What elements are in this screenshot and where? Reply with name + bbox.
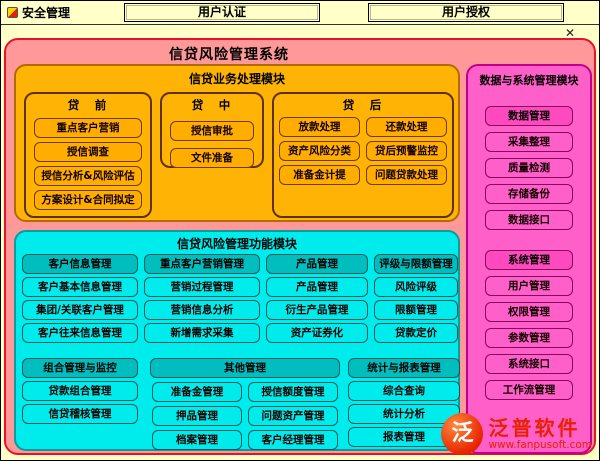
group-header: 重点客户营销管理 xyxy=(144,254,260,274)
feature-button[interactable]: 授信分析&风险评估 xyxy=(34,166,142,186)
feature-button[interactable]: 系统接口 xyxy=(485,354,573,374)
data-system-module-title: 数据与系统管理模块 xyxy=(479,74,579,87)
fanpu-logo: 泛 泛普软件 www.fanpusoft.com xyxy=(441,413,592,455)
feature-button[interactable]: 贷款组合管理 xyxy=(22,381,138,401)
feature-button[interactable]: 贷款定价 xyxy=(374,323,458,343)
feature-button[interactable]: 存储备份 xyxy=(485,184,573,204)
security-management-text: 安全管理 xyxy=(22,6,71,20)
key-customer-marketing-group: 重点客户营销管理 营销过程管理 营销信息分析 新增需求采集 xyxy=(144,254,260,343)
user-authentication-box[interactable]: 用户认证 xyxy=(124,3,320,22)
feature-button[interactable]: 工作流管理 xyxy=(485,380,573,400)
feature-button[interactable]: 参数管理 xyxy=(485,328,573,348)
other-management-group: 其他管理 准备金管理 授信额度管理 押品管理 问题资产管理 档案管理 客户经理管… xyxy=(150,358,340,450)
rating-limit-group: 评级与限额管理 风险评级 限额管理 贷款定价 xyxy=(374,254,458,343)
fanpu-logo-name: 泛普软件 xyxy=(488,415,581,440)
feature-button[interactable]: 准备金管理 xyxy=(152,382,242,402)
product-management-group: 产品管理 产品管理 衍生产品管理 资产证券化 xyxy=(266,254,368,343)
group-header: 评级与限额管理 xyxy=(374,254,458,274)
feature-button[interactable]: 授信审批 xyxy=(170,121,254,141)
group-header: 统计与报表管理 xyxy=(348,358,460,378)
group-header: 其他管理 xyxy=(150,358,340,378)
feature-button[interactable]: 问题资产管理 xyxy=(248,406,338,426)
feature-button[interactable]: 风险评级 xyxy=(374,277,458,297)
mid-loan-title: 贷 中 xyxy=(191,98,233,112)
group-header: 客户信息管理 xyxy=(22,254,138,274)
feature-button[interactable]: 集团/关联客户管理 xyxy=(22,300,138,320)
feature-button[interactable]: 权限管理 xyxy=(485,302,573,322)
feature-button[interactable]: 文件准备 xyxy=(170,148,254,168)
feature-button[interactable]: 押品管理 xyxy=(152,406,242,426)
group-header: 组合管理与监控 xyxy=(22,358,138,378)
feature-button[interactable]: 统计分析 xyxy=(348,404,460,424)
post-loan-title: 贷 后 xyxy=(342,98,384,112)
feature-button[interactable]: 限额管理 xyxy=(374,300,458,320)
risk-function-module: 信贷风险管理功能模块 客户信息管理 客户基本信息管理 集团/关联客户管理 客户往… xyxy=(14,230,460,451)
portfolio-monitor-group: 组合管理与监控 贷款组合管理 信贷稽核管理 xyxy=(22,358,138,424)
feature-button[interactable]: 重点客户营销 xyxy=(34,118,142,138)
security-icon xyxy=(7,7,18,18)
group-header: 数据管理 xyxy=(485,106,573,126)
feature-button[interactable]: 客户经理管理 xyxy=(248,430,338,450)
feature-button[interactable]: 质量检测 xyxy=(485,158,573,178)
data-system-module: 数据与系统管理模块 数据管理 采集整理 质量检测 存储备份 数据接口 系统管理 … xyxy=(466,64,592,454)
mid-loan-group: 贷 中 授信审批 文件准备 xyxy=(160,92,264,168)
user-authorization-box[interactable]: 用户授权 xyxy=(368,3,564,22)
stats-report-group: 统计与报表管理 综合查询 统计分析 报表管理 xyxy=(348,358,460,447)
business-module-title: 信贷业务处理模块 xyxy=(188,72,285,86)
fanpu-logo-text: 泛普软件 www.fanpusoft.com xyxy=(488,417,592,452)
customer-info-group: 客户信息管理 客户基本信息管理 集团/关联客户管理 客户往来信息管理 xyxy=(22,254,138,343)
feature-button[interactable]: 数据接口 xyxy=(485,210,573,230)
fanpu-logo-icon: 泛 xyxy=(441,413,484,455)
feature-button[interactable]: 贷后预警监控 xyxy=(366,141,447,161)
security-management-label: 安全管理 xyxy=(7,4,70,21)
pre-loan-title: 贷 前 xyxy=(67,98,109,112)
feature-button[interactable]: 采集整理 xyxy=(485,132,573,152)
feature-button[interactable]: 资产证券化 xyxy=(266,323,368,343)
feature-button[interactable]: 产品管理 xyxy=(266,277,368,297)
feature-button[interactable]: 综合查询 xyxy=(348,381,460,401)
page-title: 信贷风险管理系统 xyxy=(169,47,289,63)
business-processing-module: 信贷业务处理模块 贷 前 重点客户营销 授信调查 授信分析&风险评估 方案设计&… xyxy=(14,64,460,222)
pre-loan-group: 贷 前 重点客户营销 授信调查 授信分析&风险评估 方案设计&合同拟定 xyxy=(24,92,152,218)
credit-risk-system-diagram: 信贷风险管理系统 信贷业务处理模块 贷 前 重点客户营销 授信调查 授信分析&风… xyxy=(4,38,596,455)
group-header: 系统管理 xyxy=(485,250,573,270)
feature-button[interactable]: 授信调查 xyxy=(34,142,142,162)
feature-button[interactable]: 授信额度管理 xyxy=(248,382,338,402)
feature-button[interactable]: 档案管理 xyxy=(152,430,242,450)
feature-button[interactable]: 新增需求采集 xyxy=(144,323,260,343)
feature-button[interactable]: 放款处理 xyxy=(279,117,360,137)
feature-button[interactable]: 信贷稽核管理 xyxy=(22,404,138,424)
feature-button[interactable]: 营销信息分析 xyxy=(144,300,260,320)
feature-button[interactable]: 方案设计&合同拟定 xyxy=(34,190,142,210)
feature-button[interactable]: 还款处理 xyxy=(366,117,447,137)
close-icon[interactable]: ✕ xyxy=(565,26,576,40)
feature-button[interactable]: 客户往来信息管理 xyxy=(22,323,138,343)
feature-button[interactable]: 营销过程管理 xyxy=(144,277,260,297)
function-module-title: 信贷风险管理功能模块 xyxy=(176,237,297,251)
fanpu-logo-url: www.fanpusoft.com xyxy=(488,438,592,451)
post-loan-group: 贷 后 放款处理 还款处理 资产风险分类 贷后预警监控 准备金计提 问题贷款处理 xyxy=(272,92,454,218)
top-bar: 安全管理 用户认证 用户授权 xyxy=(0,0,600,25)
feature-button[interactable]: 资产风险分类 xyxy=(279,141,360,161)
feature-button[interactable]: 用户管理 xyxy=(485,276,573,296)
feature-button[interactable]: 衍生产品管理 xyxy=(266,300,368,320)
feature-button[interactable]: 准备金计提 xyxy=(279,165,360,185)
feature-button[interactable]: 客户基本信息管理 xyxy=(22,277,138,297)
group-header: 产品管理 xyxy=(266,254,368,274)
feature-button[interactable]: 问题贷款处理 xyxy=(366,165,447,185)
